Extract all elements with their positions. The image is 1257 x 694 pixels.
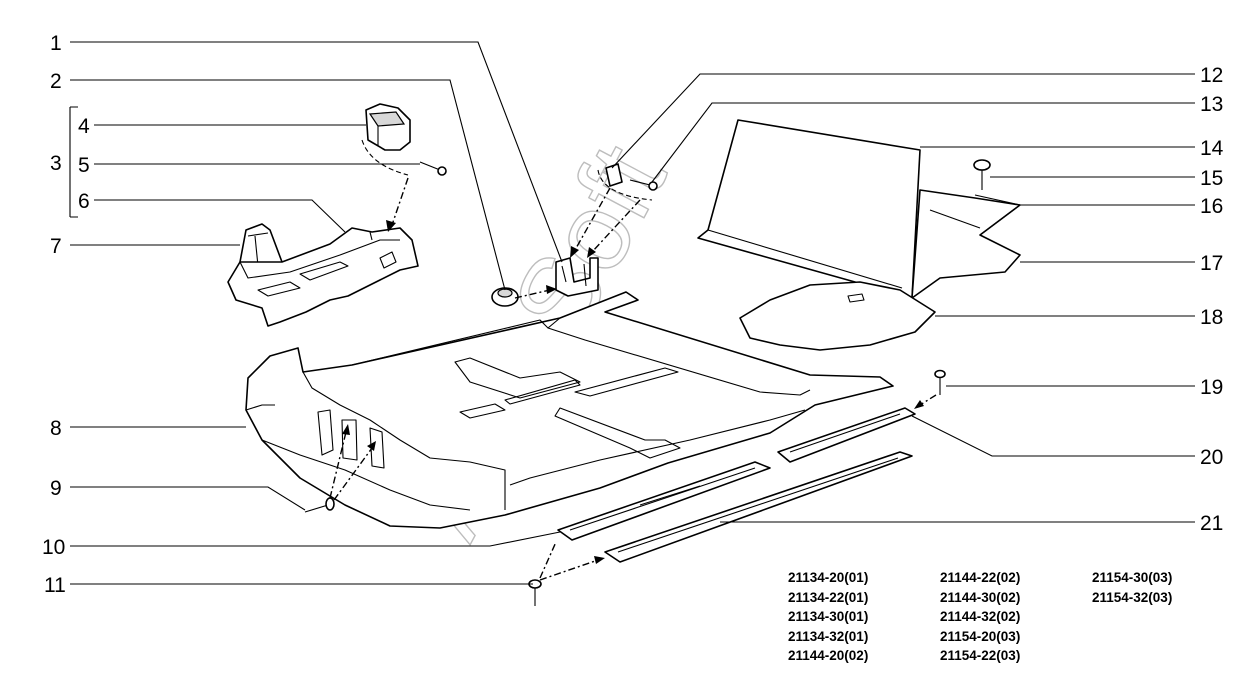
screw-19 <box>934 369 946 395</box>
callout-20: 20 <box>1200 446 1223 469</box>
screw-11 <box>528 579 542 606</box>
callout-21: 21 <box>1200 512 1223 535</box>
clip-nut <box>491 287 519 307</box>
callout-10: 10 <box>42 536 65 559</box>
callout-17: 17 <box>1200 252 1223 275</box>
leader-lines <box>69 41 1195 585</box>
callout-15: 15 <box>1200 167 1223 190</box>
model-code: 21144-32(02) <box>940 609 1021 625</box>
trunk-mat <box>911 189 1021 299</box>
model-code: 21144-22(02) <box>940 570 1021 585</box>
model-code: 21154-32(03) <box>1092 589 1173 605</box>
arc-13 <box>597 169 653 201</box>
callout-11: 11 <box>44 574 66 597</box>
callout-3: 3 <box>50 152 62 175</box>
model-code <box>1092 627 1244 647</box>
model-code: 21154-20(03) <box>940 628 1021 644</box>
model-code: 21144-30(02) <box>940 589 1021 605</box>
callout-7: 7 <box>50 235 62 258</box>
arc-5 <box>361 139 409 176</box>
callout-6: 6 <box>78 190 90 213</box>
center-console <box>227 227 419 327</box>
model-code: 21134-20(01) <box>788 570 869 585</box>
callout-2: 2 <box>50 70 62 93</box>
screw-15 <box>973 159 991 190</box>
callout-4: 4 <box>78 115 90 138</box>
screw-5 <box>419 161 447 176</box>
callout-19: 19 <box>1200 376 1223 399</box>
model-code: 21134-30(01) <box>788 609 869 625</box>
model-code: 21134-32(01) <box>788 628 869 644</box>
model-code: 21144-20(02) <box>788 648 869 664</box>
assembly-arrows <box>329 177 937 581</box>
screw-13 <box>629 179 658 191</box>
model-code: 21154-22(03) <box>940 648 1021 664</box>
callout-1: 1 <box>50 32 62 55</box>
trunk-panel <box>697 119 921 299</box>
spare-wheel-cover <box>739 281 936 351</box>
trim-cover <box>365 103 411 151</box>
callout-13: 13 <box>1200 93 1223 116</box>
bracket <box>555 257 599 297</box>
floor-carpet <box>245 291 894 529</box>
model-codes: 21134-20(01) 21144-22(02) 21154-30(03) 2… <box>788 568 1244 666</box>
model-code <box>1092 646 1244 666</box>
model-code: 21154-30(03) <box>1092 570 1173 585</box>
callout-5: 5 <box>78 154 90 177</box>
model-code <box>1092 607 1244 627</box>
screw-9 <box>304 497 335 513</box>
callout-14: 14 <box>1200 137 1224 160</box>
callout-18: 18 <box>1200 306 1223 329</box>
sill-strip-10 <box>557 461 771 541</box>
callout-numbers: 1 2 3 4 5 6 7 8 9 10 11 12 13 14 15 16 1… <box>42 32 1224 597</box>
sill-strip-21 <box>604 451 913 563</box>
callout-16: 16 <box>1200 195 1223 218</box>
sill-strip-20 <box>777 407 916 463</box>
callout-8: 8 <box>50 417 62 440</box>
callout-12: 12 <box>1200 64 1223 87</box>
callout-9: 9 <box>50 477 62 500</box>
model-code: 21134-22(01) <box>788 589 869 605</box>
